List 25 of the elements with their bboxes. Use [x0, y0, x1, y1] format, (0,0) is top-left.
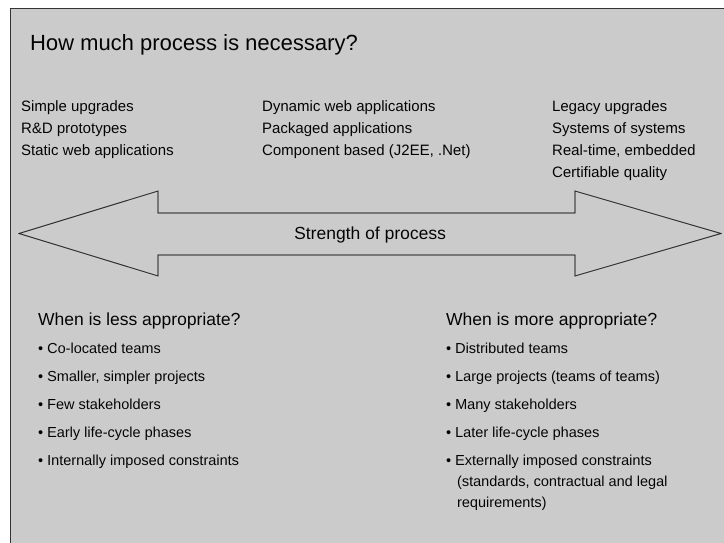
bullet-item: • Co-located teams — [38, 340, 162, 359]
bullet-item: • Internally imposed constraints — [38, 452, 240, 471]
list-item: Legacy upgrades — [552, 97, 668, 117]
double-arrow — [18, 190, 722, 277]
bullet-item: • Externally imposed constraints (standards, contractual and legal requirements) — [446, 452, 668, 513]
section-heading: When is less appropriate? — [38, 308, 242, 330]
list-item: Component based (J2EE, .Net) — [262, 141, 472, 161]
list-item: Certifiable quality — [552, 163, 668, 183]
bullet-item: • Distributed teams — [446, 340, 569, 359]
list-item: R&D prototypes — [21, 119, 128, 139]
bullet-item: • Smaller, simpler projects — [38, 368, 206, 387]
section-heading: When is more appropriate? — [446, 308, 658, 330]
list-item: Static web applications — [21, 141, 175, 161]
bullet-item: • Large projects (teams of teams) — [446, 368, 661, 387]
bullet-item: • Early life-cycle phases — [38, 424, 192, 443]
arrow-label: Strength of process — [294, 222, 446, 246]
bullet-item: • Few stakeholders — [38, 396, 162, 415]
bullet-item: • Later life-cycle phases — [446, 424, 600, 443]
list-item: Systems of systems — [552, 119, 686, 139]
title: How much process is necessary? — [30, 29, 358, 57]
list-item: Simple upgrades — [21, 97, 135, 117]
list-item: Real-time, embedded — [552, 141, 696, 161]
list-item: Packaged applications — [262, 119, 414, 139]
bullet-item: • Many stakeholders — [446, 396, 578, 415]
list-item: Dynamic web applications — [262, 97, 436, 117]
